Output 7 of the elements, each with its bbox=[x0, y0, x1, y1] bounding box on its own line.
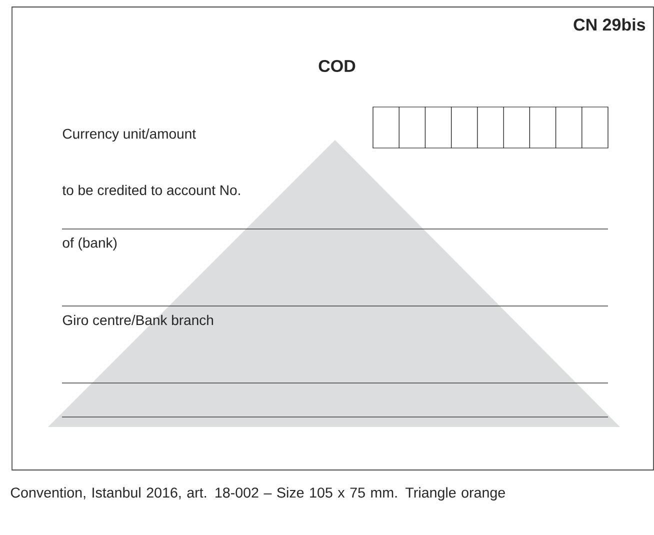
form-code: CN 29bis bbox=[574, 18, 646, 31]
field-label: of (bank) bbox=[62, 237, 117, 251]
field-label: Giro centre/Bank branch bbox=[62, 314, 214, 326]
caption: Convention, Istanbul 2016, art. 18-002 – Size 105 x 75 mm. Triangle orange bbox=[10, 487, 505, 501]
form-title: COD bbox=[318, 60, 356, 72]
field-label: Currency unit/amount bbox=[62, 128, 196, 142]
field-label: to be credited to account No. bbox=[62, 184, 240, 196]
